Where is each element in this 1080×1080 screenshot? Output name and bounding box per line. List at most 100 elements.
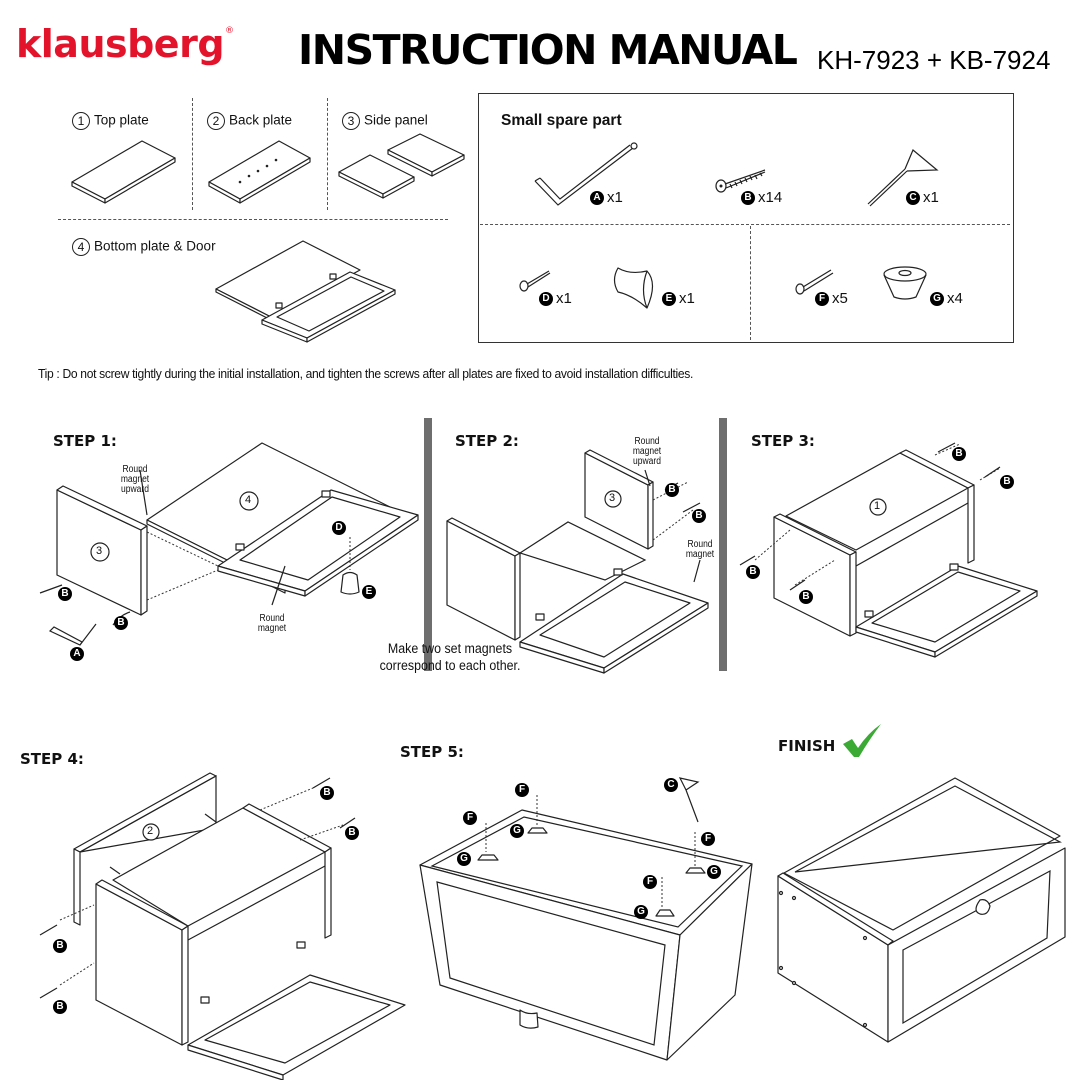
callout-b: B <box>58 585 72 603</box>
callout-f: F <box>701 830 715 848</box>
registered-mark: ® <box>225 26 234 36</box>
part-qty: x1 <box>607 189 623 207</box>
step-5-title: STEP 5: <box>400 743 464 761</box>
callout-b: B <box>320 784 334 802</box>
callout-g: G <box>634 903 648 921</box>
callout-e: E <box>362 583 376 601</box>
part-letter-badge: G <box>930 291 944 306</box>
callout-b: B <box>952 445 966 463</box>
part-letter-badge: D <box>539 291 553 306</box>
callout-d: D <box>332 519 346 537</box>
callout-b: B <box>345 824 359 842</box>
part-number-circle: 2 <box>207 112 225 130</box>
panel-number: 1 <box>874 500 881 512</box>
part-label: Side panel <box>364 112 428 128</box>
callout-a: A <box>70 645 84 663</box>
step-5-drawing <box>419 777 753 1061</box>
part-letter-badge: A <box>590 190 604 205</box>
allen-key-icon <box>534 142 638 206</box>
divider <box>58 219 448 220</box>
part-letter-badge: C <box>906 190 920 205</box>
callout-g: G <box>510 822 524 840</box>
part-qty: x1 <box>923 189 939 207</box>
t-handle-key-icon <box>867 149 939 207</box>
panel-number: 4 <box>245 494 252 506</box>
callout-b: B <box>665 481 679 499</box>
divider <box>480 224 1010 225</box>
divider <box>327 98 328 210</box>
finish-title: FINISH <box>778 737 836 755</box>
divider <box>192 98 193 210</box>
step-3-drawing <box>739 442 1038 658</box>
callout-g: G <box>707 863 721 881</box>
top-plate-drawing <box>71 140 176 204</box>
part-qty: x4 <box>947 290 963 308</box>
callout-b: B <box>692 507 706 525</box>
divider <box>750 226 751 340</box>
callout-c: C <box>664 776 678 794</box>
callout-g: G <box>457 850 471 868</box>
back-plate-drawing <box>208 140 311 204</box>
step-4-drawing <box>39 772 406 1080</box>
step-2-title: STEP 2: <box>455 432 519 450</box>
callout-b: B <box>746 563 760 581</box>
knob-icon <box>613 267 654 309</box>
callout-b: B <box>53 998 67 1016</box>
panel-number: 3 <box>96 545 103 557</box>
callout-f: F <box>643 873 657 891</box>
part-letter-badge: B <box>741 190 755 205</box>
panel-number: 3 <box>609 492 616 504</box>
step-1-drawing <box>39 442 419 646</box>
brand-name: klausberg <box>16 22 225 66</box>
part-number-circle: 3 <box>342 112 360 130</box>
panel-number: 2 <box>147 825 154 837</box>
callout-f: F <box>463 809 477 827</box>
parts-illustrations <box>71 133 465 343</box>
part-number-circle: 4 <box>72 238 90 256</box>
brand-logo: klausberg® <box>16 22 234 66</box>
part-letter-badge: F <box>815 291 829 306</box>
step-2-drawing <box>446 449 709 674</box>
bottom-plate-door-drawing <box>215 240 396 343</box>
callout-b: B <box>53 937 67 955</box>
step-1-title: STEP 1: <box>53 432 117 450</box>
callout-b: B <box>114 614 128 632</box>
part-qty: x1 <box>679 290 695 308</box>
callout-b: B <box>799 588 813 606</box>
step-divider-bar <box>424 418 432 671</box>
spare-parts-illustrations <box>519 142 939 309</box>
screw-icon <box>795 269 834 295</box>
screw-icon <box>715 169 766 193</box>
step-3-title: STEP 3: <box>751 432 815 450</box>
part-label: Bottom plate & Door <box>94 238 216 254</box>
foot-pad-icon <box>883 266 927 300</box>
check-mark-icon <box>843 724 881 757</box>
part-letter-badge: E <box>662 291 676 306</box>
model-number: KH-7923 + KB-7924 <box>817 45 1051 75</box>
part-label: Back plate <box>229 112 293 128</box>
callout-b: B <box>1000 473 1014 491</box>
side-panel-drawing <box>338 133 465 199</box>
part-qty: x14 <box>758 189 783 207</box>
page-title: INSTRUCTION MANUAL <box>298 26 798 74</box>
installation-tip: Tip : Do not screw tightly during the in… <box>38 366 694 381</box>
callout-f: F <box>515 781 529 799</box>
step-divider-bar <box>719 418 727 671</box>
